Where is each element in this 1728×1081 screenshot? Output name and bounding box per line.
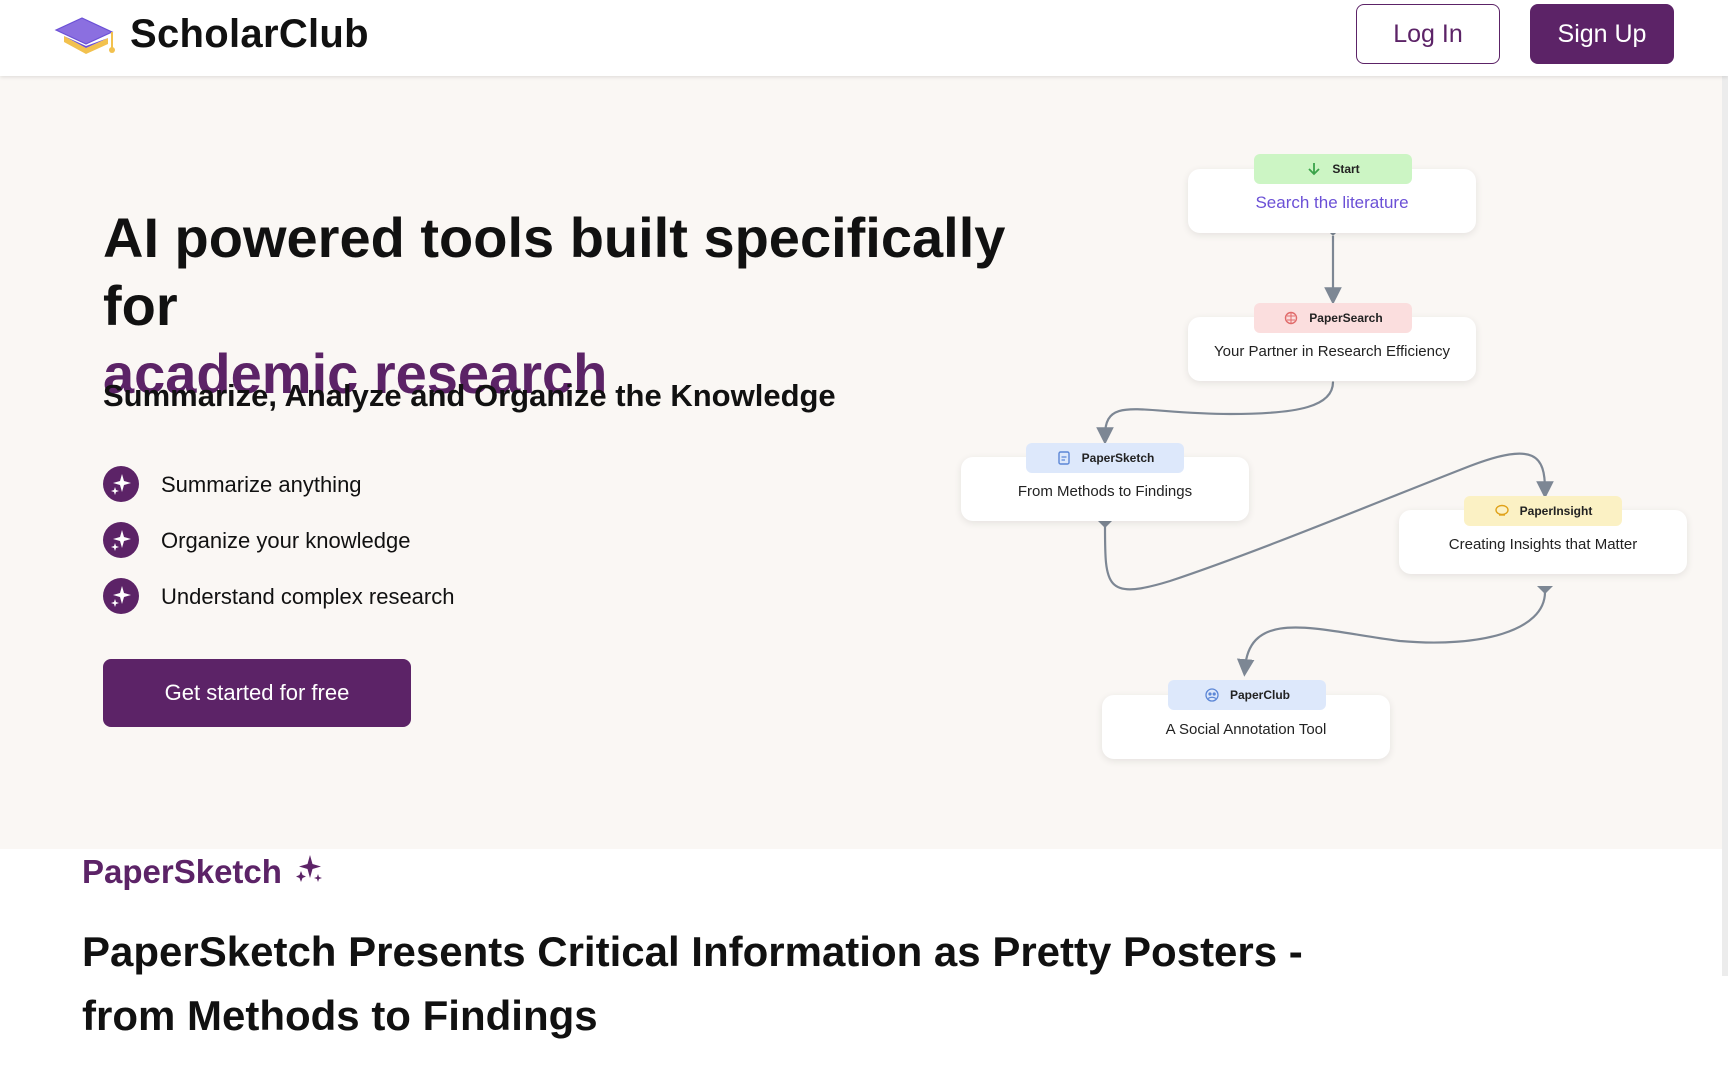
login-button[interactable]: Log In (1356, 4, 1500, 64)
flow-node-description: Your Partner in Research Efficiency (1214, 343, 1450, 360)
brand-name[interactable]: ScholarClub (130, 12, 369, 56)
hero-title: AI powered tools built specifically for … (103, 204, 1083, 408)
flow-node-tag-label: PaperClub (1229, 688, 1290, 702)
get-started-button[interactable]: Get started for free (103, 659, 411, 727)
arrow-down-icon (1308, 163, 1320, 176)
people-icon (1205, 688, 1219, 702)
feature-label: Understand complex research (161, 584, 455, 609)
flow-node-tag-paperclub: PaperClub (1168, 680, 1326, 710)
sparkle-icon (103, 522, 139, 558)
flow-node-papersketch[interactable]: From Methods to Findings (961, 457, 1249, 521)
tools-flow-diagram: Search the literature Start Your Partner… (0, 76, 1728, 849)
connector-papersketch-paperinsight (1103, 452, 1554, 591)
lightbulb-icon (1494, 504, 1509, 516)
section-product-name: PaperSketch (82, 853, 282, 890)
flow-node-tag-label: PaperSketch (1081, 451, 1155, 465)
flow-node-tag-papersketch: PaperSketch (1026, 443, 1184, 473)
flow-node-tag-label: Start (1332, 162, 1360, 176)
flow-node-tag-paperinsight: PaperInsight (1464, 496, 1622, 526)
sparkle-icon (296, 855, 322, 882)
sparkle-icon (103, 466, 139, 502)
connector-paperinsight-paperclub (1236, 591, 1547, 677)
connector-papersearch-papersketch (1096, 381, 1335, 445)
flow-node-tag-papersearch: PaperSearch (1254, 303, 1412, 333)
graduation-cap-icon[interactable] (52, 8, 116, 60)
hero-title-accent: academic research (103, 342, 608, 405)
flow-node-tag-start: Start (1254, 154, 1412, 184)
hero-title-line1: AI powered tools built specifically for (103, 206, 1006, 337)
document-icon (1057, 451, 1070, 465)
sparkle-icon (103, 578, 139, 614)
flow-node-description[interactable]: Search the literature (1255, 193, 1409, 212)
page-scrollbar[interactable] (1722, 76, 1728, 976)
feature-label: Organize your knowledge (161, 528, 411, 553)
hero-section: AI powered tools built specifically for … (0, 76, 1728, 849)
feature-label: Summarize anything (161, 472, 362, 497)
signup-button[interactable]: Sign Up (1530, 4, 1674, 64)
flow-node-description: Creating Insights that Matter (1448, 536, 1638, 553)
section-title: PaperSketch Presents Critical Informatio… (82, 928, 1303, 1039)
flow-node-description: From Methods to Findings (1017, 483, 1193, 500)
brain-icon (1285, 311, 1298, 325)
flow-node-description: A Social Annotation Tool (1165, 721, 1327, 738)
flow-node-tag-label: PaperInsight (1519, 504, 1593, 518)
top-navigation-bar: ScholarClub Log In Sign Up (0, 0, 1728, 76)
flow-node-tag-label: PaperSearch (1309, 311, 1383, 325)
hero-subtitle: Summarize, Analyze and Organize the Know… (103, 378, 836, 413)
